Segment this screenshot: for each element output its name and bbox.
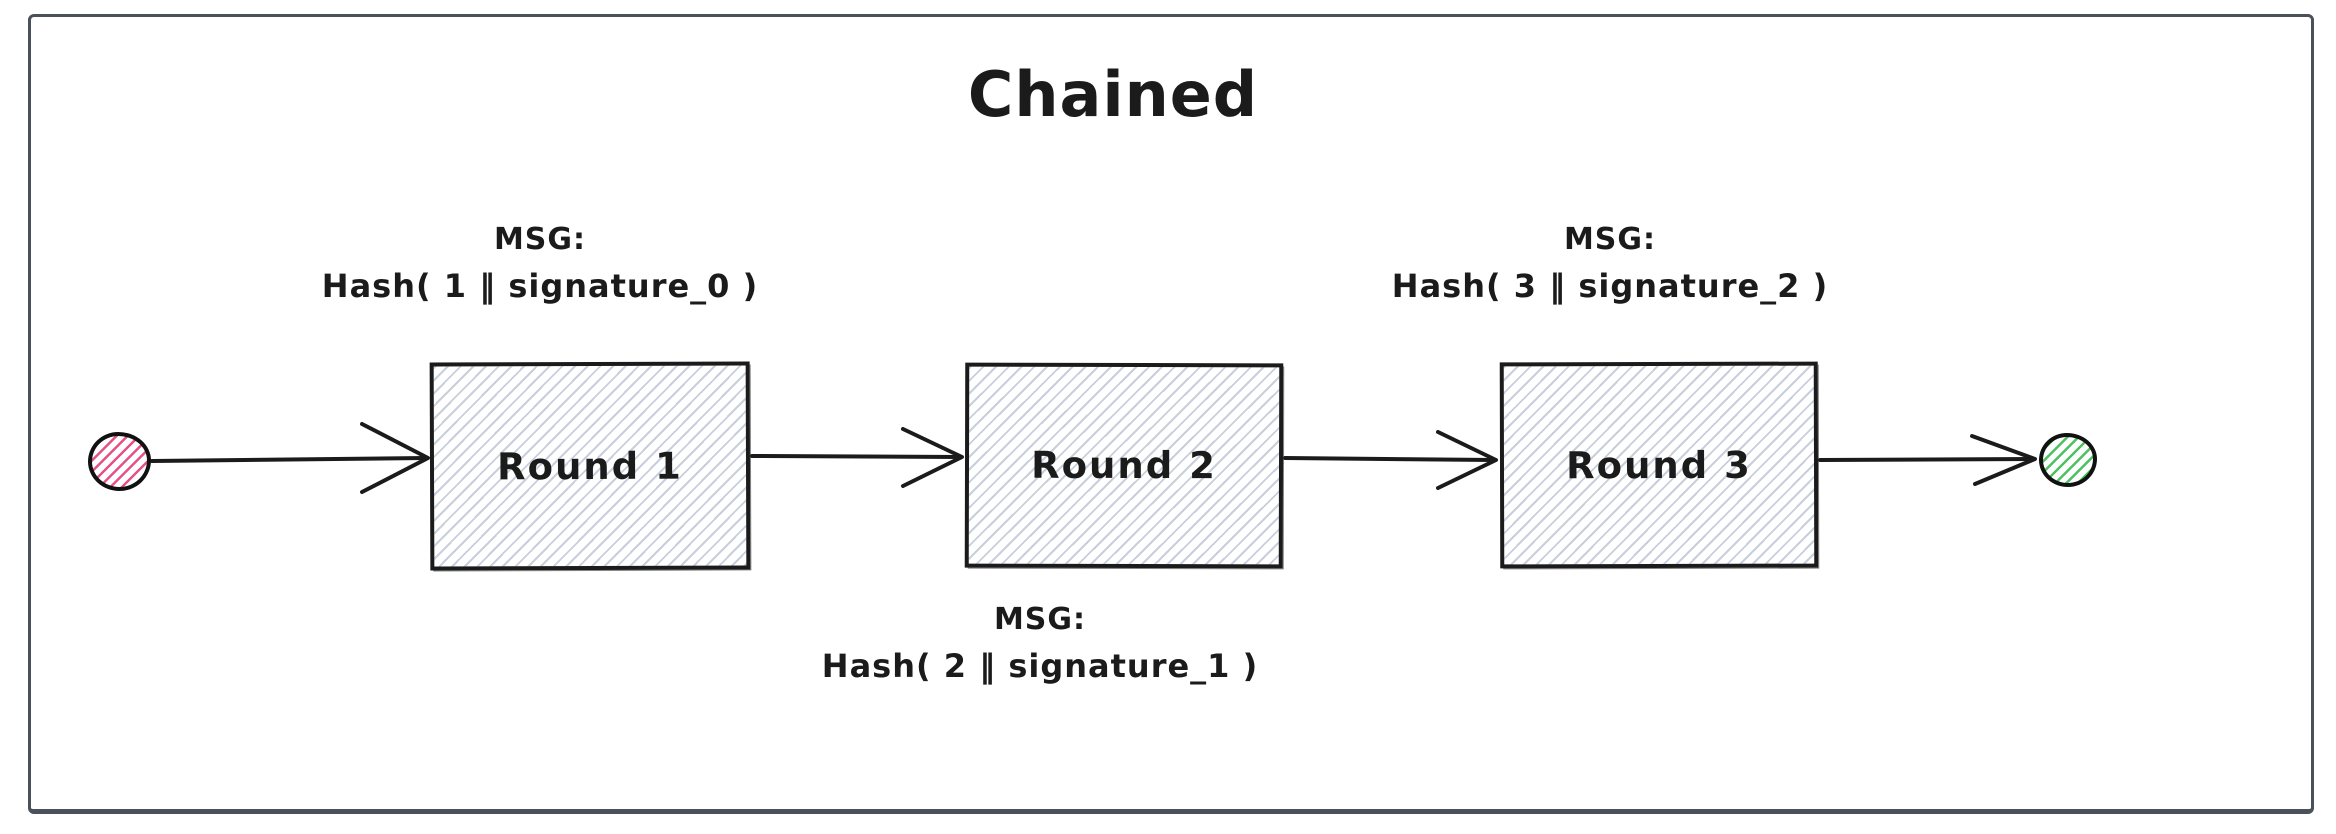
msg2-hash-text: Hash( 2 ‖ signature_1 )	[821, 647, 1259, 685]
round2-label: Round 2	[1031, 443, 1217, 488]
round3-box: Round 3	[1499, 361, 1819, 569]
msg-annotation-round1: MSG: Hash( 1 ‖ signature_0 )	[280, 222, 800, 305]
msg1-hash-text: Hash( 1 ‖ signature_0 )	[321, 267, 759, 305]
msg-annotation-round2: MSG: Hash( 2 ‖ signature_1 )	[780, 602, 1300, 685]
msg1-heading: MSG:	[493, 222, 587, 257]
round3-label: Round 3	[1566, 443, 1752, 487]
msg-annotation-round3: MSG: Hash( 3 ‖ signature_2 )	[1350, 222, 1870, 305]
round2-box: Round 2	[964, 362, 1284, 569]
msg3-hash-text: Hash( 3 ‖ signature_2 )	[1391, 267, 1829, 305]
msg2-heading: MSG:	[993, 602, 1087, 637]
start-node-circle	[88, 432, 151, 491]
end-node-circle	[2039, 433, 2097, 487]
round1-box: Round 1	[429, 361, 751, 571]
canvas-frame	[28, 14, 2314, 814]
round1-label: Round 1	[497, 444, 683, 488]
diagram-title: Chained	[967, 58, 1259, 131]
msg3-heading: MSG:	[1563, 222, 1657, 257]
